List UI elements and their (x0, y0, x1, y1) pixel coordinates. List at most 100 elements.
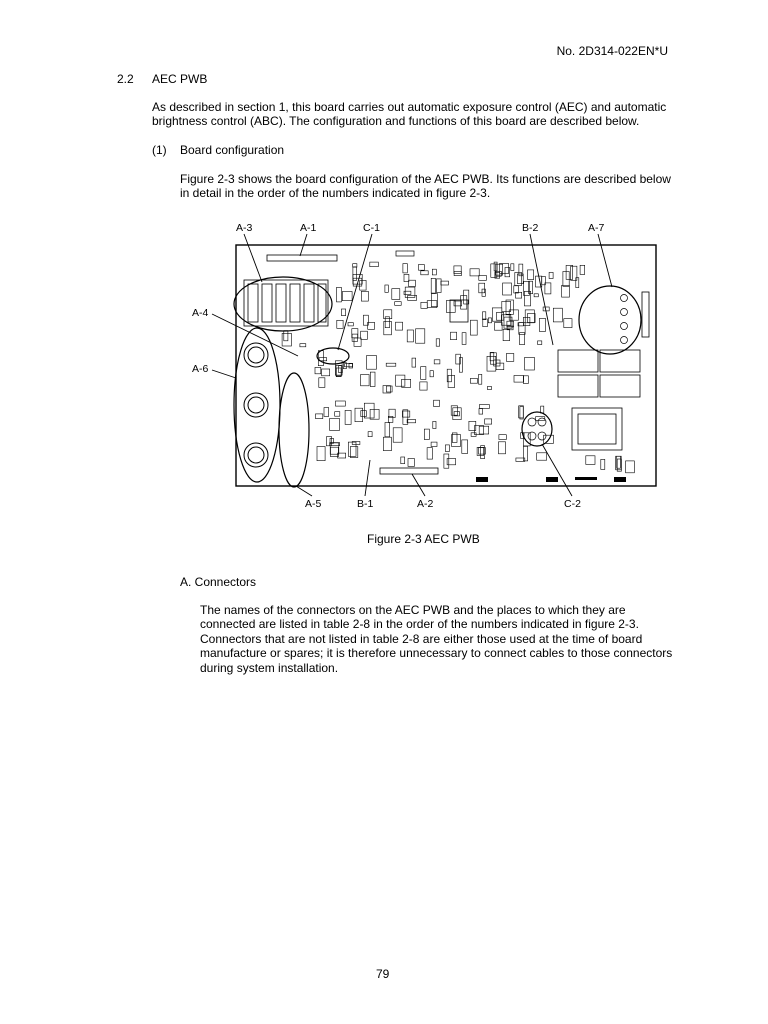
board-chip (478, 425, 490, 435)
board-chip (503, 316, 513, 329)
board-chip (408, 279, 416, 287)
board-chip (445, 444, 450, 452)
board-chip (402, 263, 408, 274)
board-chip (486, 355, 497, 372)
board-chip (600, 459, 606, 470)
board-chip (516, 273, 524, 284)
board-chip (407, 458, 415, 467)
label-a4: A-4 (192, 307, 209, 319)
board-chip (563, 318, 573, 328)
board-chip (344, 410, 352, 425)
board-chip (347, 441, 357, 457)
board-chip (474, 425, 484, 435)
board-chip (513, 285, 519, 294)
board-chip (352, 266, 357, 281)
board-chip (329, 418, 340, 431)
board-chip (450, 405, 458, 416)
board-chip (548, 272, 554, 279)
board-chip (481, 288, 486, 297)
intro-line-2: brightness control (ABC). The configurat… (152, 114, 640, 129)
board-chip (518, 405, 524, 419)
label-b1: B-1 (357, 498, 374, 510)
label-a5: A-5 (305, 498, 322, 510)
board-chip (487, 317, 492, 324)
board-chip (533, 293, 539, 298)
board-chip (384, 422, 390, 438)
relay-blocks (449, 299, 641, 451)
board-chip (420, 301, 428, 309)
board-chip (453, 411, 460, 417)
part-a-line-5: during system installation. (200, 660, 339, 675)
board-chip (565, 265, 573, 280)
label-c2: C-2 (564, 498, 581, 510)
board-chip (384, 284, 389, 293)
board-chip (470, 432, 477, 437)
board-chip (455, 353, 461, 365)
board-chip (447, 375, 455, 388)
board-chip (479, 404, 490, 409)
board-chip (453, 271, 462, 276)
board-chip (469, 268, 480, 277)
connector-right (641, 291, 650, 338)
board-chip (513, 375, 524, 383)
board-chip (363, 402, 375, 419)
board-chip (330, 446, 339, 457)
a7-indicators (620, 294, 628, 344)
board-chip (385, 362, 397, 367)
board-chip (527, 313, 536, 323)
board-chip (570, 265, 578, 281)
board-chip (463, 289, 470, 305)
board-chip (499, 262, 509, 274)
board-chip (459, 357, 463, 373)
board-chip (395, 374, 406, 387)
board-chip (347, 322, 354, 327)
board-chip (349, 446, 359, 458)
board-chip (429, 370, 434, 378)
board-chip (314, 367, 322, 375)
board-chip (336, 287, 342, 303)
connector-a2 (379, 467, 439, 475)
connector-a1 (266, 254, 338, 262)
board-chip (281, 333, 292, 347)
board-chip (432, 421, 437, 429)
board-chip (480, 445, 485, 460)
board-chip (552, 307, 563, 323)
part-a-line-3: Connectors that are not listed in table … (200, 631, 643, 646)
board-chip (561, 285, 570, 298)
board-chip (433, 359, 441, 365)
board-chip (315, 413, 324, 419)
board-chip (352, 277, 363, 287)
connector-top-small (395, 250, 415, 257)
board-chip (504, 267, 510, 278)
label-a6: A-6 (192, 363, 209, 375)
label-c1: C-1 (363, 222, 380, 234)
board-chip (430, 441, 438, 447)
board-chip (527, 269, 534, 280)
board-chip (616, 455, 621, 469)
board-chip (342, 362, 347, 369)
board-chip (524, 309, 535, 324)
board-chip (506, 320, 514, 328)
board-chip (494, 270, 502, 277)
board-chip (585, 455, 596, 465)
board-chip (436, 278, 442, 293)
board-chip (402, 410, 411, 418)
board-chip (510, 263, 515, 271)
board-chip (382, 385, 391, 394)
board-chip (518, 263, 524, 277)
highlight-c1 (316, 347, 350, 365)
board-chip (360, 410, 367, 417)
board-chip (482, 311, 487, 320)
board-chip (403, 274, 410, 282)
board-chip (383, 436, 392, 452)
board-chip (360, 374, 370, 387)
board-chip (478, 275, 487, 281)
board-chip (418, 264, 425, 271)
board-chip (535, 416, 546, 421)
subsection-body: Figure 2-3 shows the board configuration… (180, 172, 671, 201)
part-a-body: The names of the connectors on the AEC P… (200, 603, 672, 675)
board-chip (369, 261, 379, 268)
board-chip (450, 331, 457, 341)
board-chip (404, 286, 416, 298)
board-chip (443, 453, 450, 469)
